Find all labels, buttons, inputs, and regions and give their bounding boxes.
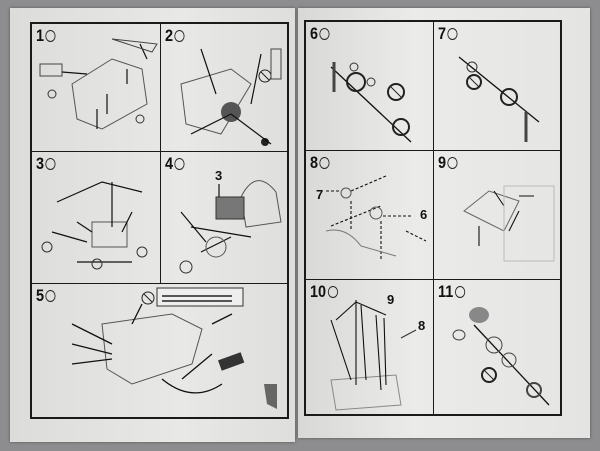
check-circle-icon xyxy=(174,158,185,170)
check-circle-icon xyxy=(319,28,330,40)
step-5-diagram xyxy=(71,287,277,409)
step-number: 7 xyxy=(438,24,447,43)
step-3-diagram xyxy=(41,181,148,270)
left-page: 1 2 3 xyxy=(10,8,295,442)
step-11-panel: 11 xyxy=(433,279,561,415)
callout-label: 3 xyxy=(215,168,223,183)
step-4-diagram xyxy=(179,180,282,274)
step-number: 4 xyxy=(165,154,174,173)
step-6-diagram xyxy=(330,62,412,143)
step-10-panel: 10 9 8 xyxy=(305,279,434,415)
check-circle-icon xyxy=(45,290,56,302)
step-9-diagram xyxy=(463,185,555,262)
step-number: 2 xyxy=(165,26,174,45)
step-7-diagram xyxy=(458,56,540,142)
callout-label: 8 xyxy=(418,318,426,333)
check-circle-icon xyxy=(174,30,185,42)
callout-label: 9 xyxy=(387,292,395,307)
step-5-panel: 5 xyxy=(31,283,288,418)
step-number: 6 xyxy=(310,24,319,43)
check-circle-icon xyxy=(447,157,458,169)
step-2-diagram xyxy=(180,48,282,146)
step-8-panel: 8 7 6 xyxy=(305,150,434,280)
step-number: 1 xyxy=(36,26,45,45)
step-10-diagram xyxy=(330,300,417,411)
step-1-panel: 1 xyxy=(31,23,161,152)
step-number: 10 xyxy=(310,282,327,301)
right-instruction-frame: 6 7 8 7 6 xyxy=(304,20,562,416)
step-1-diagram xyxy=(39,38,158,130)
check-circle-icon xyxy=(319,157,330,169)
step-2-panel: 2 xyxy=(160,23,288,152)
check-circle-icon xyxy=(447,28,458,40)
step-11-diagram xyxy=(452,307,550,406)
check-circle-icon xyxy=(45,30,56,42)
step-number: 9 xyxy=(438,153,447,172)
step-8-diagram xyxy=(325,175,427,261)
check-circle-icon xyxy=(45,158,56,170)
callout-label: 7 xyxy=(316,187,324,202)
right-page: 6 7 8 7 6 xyxy=(298,8,590,438)
step-4-panel: 4 3 xyxy=(160,151,288,284)
step-number: 5 xyxy=(36,286,45,305)
step-number: 11 xyxy=(438,282,454,301)
step-number: 8 xyxy=(310,153,319,172)
check-circle-icon xyxy=(327,286,338,298)
step-6-panel: 6 xyxy=(305,21,434,151)
step-3-panel: 3 xyxy=(31,151,161,284)
step-7-panel: 7 xyxy=(433,21,561,151)
step-number: 3 xyxy=(36,154,45,173)
left-instruction-frame: 1 2 3 xyxy=(30,22,289,419)
check-circle-icon xyxy=(454,286,466,298)
callout-label: 6 xyxy=(420,207,428,222)
step-9-panel: 9 xyxy=(433,150,561,280)
